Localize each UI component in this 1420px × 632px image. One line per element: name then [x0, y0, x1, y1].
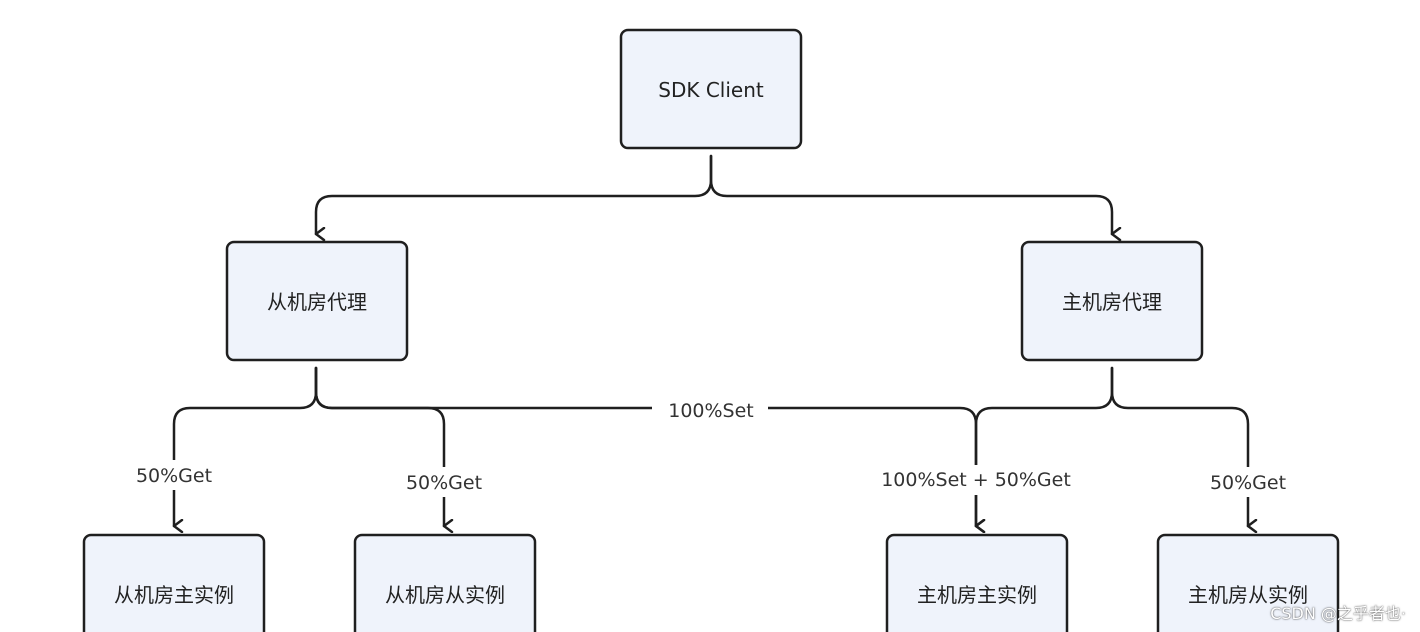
edge-client-to-master-proxy — [709, 154, 1112, 234]
edge-slave-proxy-to-slave-master — [172, 366, 318, 526]
node-master-proxy-label: 主机房代理 — [1062, 290, 1162, 314]
edge-label-cross-set: 100%Set — [668, 400, 754, 422]
node-master-proxy: 主机房代理 — [1020, 240, 1204, 362]
node-slave-room-slave-label: 从机房从实例 — [385, 583, 505, 607]
edge-client-to-slave-proxy — [314, 154, 713, 234]
node-slave-room-master-label: 从机房主实例 — [114, 583, 234, 607]
node-slave-room-master: 从机房主实例 — [82, 533, 266, 632]
node-master-room-slave-label: 主机房从实例 — [1188, 583, 1308, 607]
edge-label-master-master-setget: 100%Set + 50%Get — [881, 469, 1071, 491]
edge-slave-proxy-to-master-master — [314, 366, 976, 526]
node-master-room-master-label: 主机房主实例 — [917, 583, 1037, 607]
edge-label-slave-master-get: 50%Get — [136, 465, 212, 487]
node-slave-proxy: 从机房代理 — [225, 240, 409, 362]
node-sdk-client: SDK Client — [619, 28, 803, 150]
csdn-watermark: CSDN @之乎者也· — [1270, 604, 1406, 623]
edge-master-proxy-to-master-master — [974, 366, 1114, 526]
node-sdk-client-label: SDK Client — [658, 78, 764, 102]
edge-master-proxy-to-master-slave — [1110, 366, 1248, 526]
edge-label-master-slave-get: 50%Get — [1210, 472, 1286, 494]
edge-label-slave-slave-get: 50%Get — [406, 472, 482, 494]
node-slave-proxy-label: 从机房代理 — [267, 290, 367, 314]
node-master-room-master: 主机房主实例 — [885, 533, 1069, 632]
node-slave-room-slave: 从机房从实例 — [353, 533, 537, 632]
node-master-room-slave: 主机房从实例 — [1156, 533, 1340, 632]
edge-slave-proxy-to-slave-slave — [314, 366, 444, 526]
